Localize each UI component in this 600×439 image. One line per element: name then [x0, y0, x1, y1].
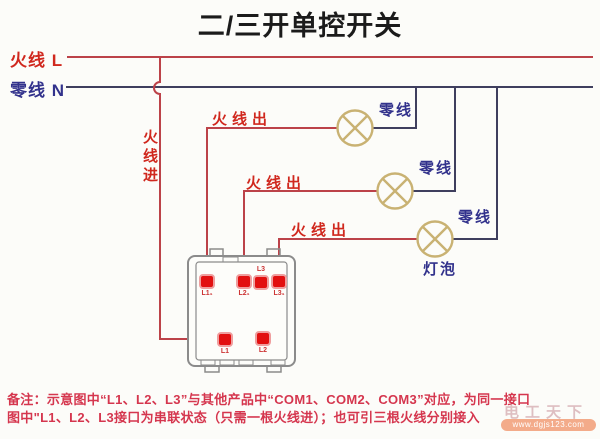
- box-slot: [219, 359, 235, 366]
- live-in-wire: [153, 57, 263, 340]
- live-out-label-1: 火线出: [212, 111, 273, 128]
- box-slot: [270, 359, 286, 366]
- lamps: [336, 109, 454, 258]
- box-outer-frame: [187, 255, 296, 367]
- live-out-label-2: 火线出: [246, 175, 307, 192]
- terminal-label-L1-common: L1: [220, 348, 230, 355]
- terminal-L2-common: [255, 331, 271, 346]
- terminal-label-L2-common: L2: [258, 347, 268, 354]
- bulb-label: 灯泡: [423, 261, 458, 278]
- box-slot: [222, 256, 239, 263]
- terminal-label-L2-out: L2₁: [238, 290, 250, 297]
- diagram-title: 二/三开单控开关: [197, 11, 403, 41]
- neutral-label-3: 零线: [458, 209, 493, 226]
- lamp-icon: [416, 220, 454, 258]
- terminal-label-L3-out: L3₁: [273, 290, 285, 297]
- remark-note: 备注：示意图中“L1、L2、L3”与其他产品中“COM1、COM2、COM3”对…: [7, 391, 597, 426]
- terminal-label-L1-out: L1₁: [201, 290, 213, 297]
- neutral-line-legend: 零线 N: [10, 81, 65, 100]
- neutral-label-2: 零线: [419, 160, 454, 177]
- live-out-label-3: 火线出: [291, 222, 352, 239]
- terminal-L3-common: [253, 275, 269, 290]
- live-out-wire-2: [243, 190, 377, 276]
- live-wires: [67, 56, 593, 340]
- neutral-branch-3: [453, 87, 498, 240]
- live-line-legend: 火线 L: [10, 51, 64, 70]
- live-out-wire-3: [278, 238, 417, 276]
- terminal-L2-out: [236, 274, 252, 289]
- terminal-L3-out: [271, 274, 287, 289]
- live-out-wire-1: [206, 127, 337, 276]
- neutral-branch-2: [413, 87, 456, 192]
- switch-box: [187, 248, 296, 373]
- live-in-label: 火线进: [142, 129, 158, 184]
- box-slot: [238, 359, 254, 366]
- remark-line-2: 图中"L1、L2、L3接口为串联状态（只需一根火线进）；也可引三根火线分别接入: [7, 409, 480, 425]
- box-slot: [200, 359, 216, 366]
- neutral-branch-1: [373, 87, 417, 129]
- terminal-label-L3-common: L3: [256, 266, 266, 273]
- terminals: [199, 274, 287, 347]
- lamp-icon: [336, 109, 374, 147]
- terminal-L1-out: [199, 274, 215, 289]
- remark-line-1: 备注：示意图中“L1、L2、L3”与其他产品中“COM1、COM2、COM3”对…: [7, 392, 531, 407]
- neutral-label-1: 零线: [379, 102, 414, 119]
- terminal-L1-common: [217, 332, 233, 347]
- lamp-icon: [376, 172, 414, 210]
